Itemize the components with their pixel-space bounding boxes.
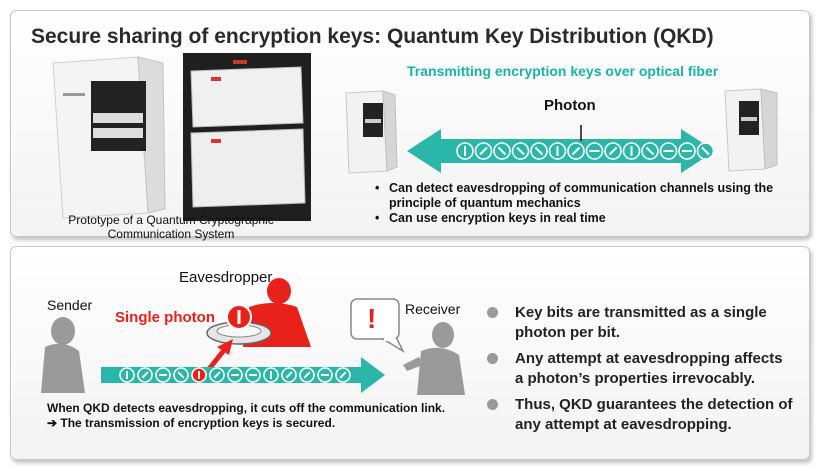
channel-arrow bbox=[101, 357, 385, 393]
polarization-mark bbox=[534, 146, 544, 156]
polarization-mark bbox=[339, 371, 347, 379]
alert-mark: ! bbox=[367, 303, 377, 334]
top-panel: Secure sharing of encryption keys: Quant… bbox=[10, 10, 810, 241]
bullet-dot-icon bbox=[487, 399, 498, 410]
left-server-icon bbox=[345, 90, 398, 174]
photon-train bbox=[456, 142, 715, 160]
caption-line-2: Communication System bbox=[107, 227, 235, 241]
receiver-label: Receiver bbox=[405, 301, 461, 317]
polarization-mark bbox=[479, 146, 488, 156]
caption-line-1: Prototype of a Quantum Cryptographic bbox=[68, 213, 274, 227]
sender-label: Sender bbox=[47, 297, 93, 313]
polarization-mark bbox=[608, 146, 618, 156]
note-line-2: ➔ The transmission of encryption keys is… bbox=[47, 416, 336, 430]
polarization-mark bbox=[213, 371, 221, 379]
sender-figure-icon bbox=[41, 317, 85, 393]
key-point-item: Thus, QKD guarantees the detection of an… bbox=[485, 395, 795, 435]
intercept-arrow bbox=[207, 347, 227, 371]
key-point-item: Any attempt at eavesdropping affects a p… bbox=[485, 349, 795, 389]
right-server-icon bbox=[724, 88, 778, 172]
fiber-diagram bbox=[345, 88, 778, 174]
polarization-mark bbox=[285, 371, 293, 379]
qkd-note: When QKD detects eavesdropping, it cuts … bbox=[47, 401, 487, 431]
polarization-mark bbox=[497, 146, 507, 156]
single-photon-label: Single photon bbox=[115, 309, 215, 326]
panel-title: Secure sharing of encryption keys: Quant… bbox=[31, 25, 714, 48]
eavesdrop-diagram bbox=[41, 278, 465, 395]
bullet-dot-icon bbox=[487, 353, 498, 364]
polarization-mark bbox=[701, 146, 710, 156]
bottom-panel: Eavesdropper Sender Receiver Single phot… bbox=[10, 246, 810, 460]
photon-label: Photon bbox=[544, 97, 596, 114]
fiber-title: Transmitting encryption keys over optica… bbox=[407, 63, 719, 79]
polarization-mark bbox=[303, 371, 311, 379]
polarization-mark bbox=[516, 146, 525, 156]
eavesdropper-label: Eavesdropper bbox=[179, 269, 273, 286]
note-line-1: When QKD detects eavesdropping, it cuts … bbox=[47, 401, 446, 415]
top-bullets: Can detect eavesdropping of communicatio… bbox=[375, 181, 805, 226]
photon-train bbox=[119, 367, 351, 383]
key-point-item: Key bits are transmitted as a single pho… bbox=[485, 303, 795, 343]
bullet-item: Can detect eavesdropping of communicatio… bbox=[375, 181, 805, 211]
prototype-photo bbox=[52, 53, 311, 221]
bullet-item: Can use encryption keys in real time bbox=[375, 211, 805, 226]
prototype-caption: Prototype of a Quantum Cryptographic Com… bbox=[51, 213, 291, 241]
polarization-mark bbox=[141, 371, 149, 379]
bullet-dot-icon bbox=[487, 307, 498, 318]
polarization-mark bbox=[177, 371, 185, 379]
polarization-mark bbox=[645, 146, 655, 156]
receiver-figure-icon bbox=[403, 322, 465, 395]
key-points-list: Key bits are transmitted as a single pho… bbox=[485, 303, 795, 441]
alert-bubble-icon bbox=[350, 298, 405, 353]
polarization-mark bbox=[571, 146, 581, 156]
